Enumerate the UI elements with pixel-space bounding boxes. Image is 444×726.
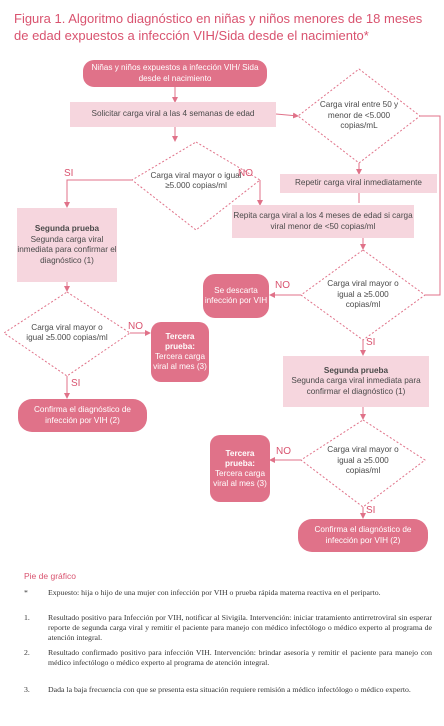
footer-note-text: Expuesto: hija o hijo de una mujer con i…	[48, 588, 381, 597]
label-no-bottom-right: NO	[276, 446, 291, 457]
second-test-left-title: Segunda prueba	[34, 224, 100, 233]
label-no-left: NO	[128, 321, 143, 332]
label-si-left: SI	[71, 378, 81, 389]
decision-ge5000-top-text: Carga viral mayor o igual ≥5.000 copias/…	[150, 170, 242, 191]
figure-title: Figura 1. Algoritmo diagnóstico en niñas…	[14, 11, 423, 43]
confirm-right-node: Confirma el diagnóstico de infección por…	[298, 519, 428, 552]
footer-note-text: Resultado positivo para Infección por VI…	[48, 613, 432, 642]
footer-note-3: 3. Dada la baja frecuencia con que se pr…	[24, 685, 432, 695]
diamond-ge5000-bottom-right	[300, 419, 426, 508]
label-si-top-left: SI	[64, 168, 74, 179]
footer-note-marker: *	[24, 588, 28, 597]
start-node-text: Niñas y niños expuestos a infección VIH/…	[91, 63, 259, 83]
repeat-immediately-box: Repetir carga viral inmediatamente	[280, 174, 437, 193]
second-test-right-box: Segunda prueba Segunda carga viral inmed…	[283, 356, 429, 407]
footer-note-marker: 2.	[24, 648, 30, 657]
label-no-top: NO	[238, 168, 253, 179]
diamond-50-5000	[297, 68, 421, 164]
request-viral-load-text: Solicitar carga viral a las 4 semanas de…	[91, 109, 255, 119]
third-test-left-title: Tercera prueba:	[164, 332, 196, 351]
third-test-left-body: Tercera carga viral al mes (3)	[153, 352, 207, 371]
label-no-discard: NO	[275, 280, 290, 291]
footer-note-text: Resultado confirmado positivo para infec…	[48, 648, 432, 667]
third-test-right-title: Tercera prueba:	[224, 448, 256, 468]
label-si-bottom-right: SI	[366, 505, 376, 516]
repeat-4-months-box: Repita carga viral a los 4 meses de edad…	[232, 205, 414, 238]
label-si-mid-right: SI	[366, 337, 376, 348]
second-test-right-body: Segunda carga viral inmediata para confi…	[291, 376, 421, 396]
confirm-left-node: Confirma el diagnóstico de infección por…	[18, 399, 147, 432]
footer-note-marker: 3.	[24, 685, 30, 694]
footer-note-0: * Expuesto: hija o hijo de una mujer con…	[24, 588, 432, 598]
footer-note-2: 2. Resultado confirmado positivo para in…	[24, 648, 432, 668]
third-test-right-body: Tercera carga viral al mes (3)	[213, 468, 267, 488]
footer-note-marker: 1.	[24, 613, 30, 622]
second-test-left-body: Segunda carga viral inmediata para confi…	[17, 234, 117, 265]
footer-heading: Pie de gráfico	[24, 571, 76, 581]
decision-ge5000-bottom-right-text: Carga viral mayor o igual a ≥5.000 copia…	[327, 445, 399, 476]
third-test-right-node: Tercera prueba: Tercera carga viral al m…	[210, 435, 270, 502]
decision-ge5000-left-text: Carga viral mayor o igual ≥5.000 copias/…	[26, 322, 108, 343]
footer-note-text: Dada la baja frecuencia con que se prese…	[48, 685, 411, 694]
second-test-left-box: Segunda prueba Segunda carga viral inmed…	[17, 208, 117, 282]
start-node: Niñas y niños expuestos a infección VIH/…	[83, 60, 267, 87]
diamond-ge5000-top	[131, 141, 261, 231]
discarded-node: Se descarta infección por VIH	[203, 274, 269, 318]
decision-50-5000-text: Carga viral entre 50 y menor de <5.000 c…	[319, 100, 399, 131]
request-viral-load-box: Solicitar carga viral a las 4 semanas de…	[70, 102, 276, 127]
diamond-ge5000-left	[3, 291, 131, 377]
second-test-right-title: Segunda prueba	[323, 365, 389, 375]
decision-ge5000-mid-right-text: Carga viral mayor o igual a ≥5.000 copia…	[327, 279, 399, 310]
third-test-left-node: Tercera prueba: Tercera carga viral al m…	[151, 322, 209, 382]
footer-note-1: 1. Resultado positivo para Infección por…	[24, 613, 432, 642]
